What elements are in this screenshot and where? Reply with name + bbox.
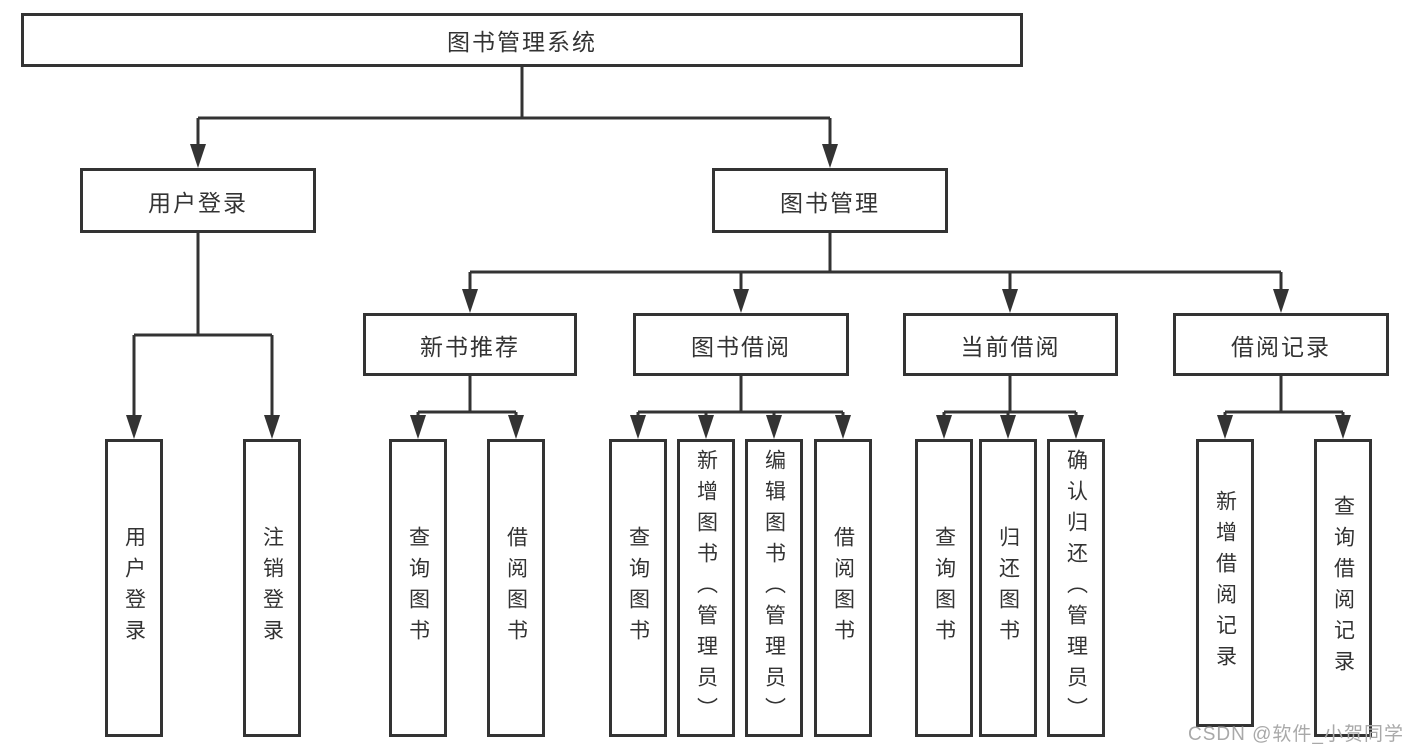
connector-root-arrow-shafts	[196, 118, 832, 146]
arrowhead	[264, 415, 280, 439]
leaf-return-books: 归还图书	[979, 439, 1037, 737]
leaf-user-login: 用户登录	[105, 439, 163, 737]
arrowheads	[126, 144, 1351, 439]
connector-records-bar	[1223, 376, 1345, 417]
connector-bookmgmt-arrow-shafts	[468, 272, 1283, 291]
node-root-label: 图书管理系统	[447, 29, 597, 55]
leaf-borrow-books-label: 借阅图书	[831, 526, 855, 650]
leaf-edit-books-admin: 编辑图书（管理员）	[745, 439, 803, 737]
leaf-user-login-label: 用户登录	[122, 526, 146, 650]
node-user-login: 用户登录	[80, 168, 316, 233]
arrowhead	[766, 415, 782, 439]
arrowhead	[1002, 289, 1018, 313]
leaf-query-books-recommend-label: 查询图书	[406, 526, 430, 650]
node-root: 图书管理系统	[21, 13, 1023, 67]
arrowhead	[1000, 415, 1016, 439]
leaf-query-books-borrow: 查询图书	[609, 439, 667, 737]
arrowhead	[1273, 289, 1289, 313]
connector-root-bar	[198, 67, 830, 120]
node-book-borrow-label: 图书借阅	[691, 333, 791, 360]
leaf-add-borrow-record-label: 新增借阅记录	[1213, 490, 1237, 676]
leaf-edit-books-admin-label: 编辑图书（管理员）	[762, 448, 786, 728]
arrowhead	[936, 415, 952, 439]
connector-borrow-bar	[636, 376, 845, 417]
leaf-add-books-admin: 新增图书（管理员）	[677, 439, 735, 737]
arrowhead	[462, 289, 478, 313]
leaf-query-books-borrow-label: 查询图书	[626, 526, 650, 650]
leaf-query-books-current: 查询图书	[915, 439, 973, 737]
leaf-return-books-label: 归还图书	[996, 526, 1020, 650]
arrowhead	[822, 144, 838, 168]
leaf-query-borrow-record: 查询借阅记录	[1314, 439, 1372, 737]
csdn-watermark: CSDN @软件_小贺同学	[1188, 724, 1404, 745]
node-book-borrow: 图书借阅	[633, 313, 849, 376]
arrowhead	[126, 415, 142, 439]
leaf-confirm-return-admin-label: 确认归还（管理员）	[1064, 448, 1088, 728]
connector-newbook-bar	[416, 376, 518, 417]
arrowhead	[410, 415, 426, 439]
arrowhead	[1217, 415, 1233, 439]
node-new-book-recommend-label: 新书推荐	[420, 333, 520, 360]
connector-bookmgmt-bar	[470, 233, 1281, 274]
leaf-logout: 注销登录	[243, 439, 301, 737]
leaf-add-borrow-record: 新增借阅记录	[1196, 439, 1254, 727]
arrowhead	[1335, 415, 1351, 439]
node-borrow-records: 借阅记录	[1173, 313, 1389, 376]
connector-userlogin-arrow-shafts	[132, 335, 274, 417]
leaf-query-books-current-label: 查询图书	[932, 526, 956, 650]
connector-userlogin-bar	[134, 233, 272, 337]
leaf-query-books-recommend: 查询图书	[389, 439, 447, 737]
arrowhead	[508, 415, 524, 439]
node-user-login-label: 用户登录	[148, 189, 248, 216]
arrowhead	[835, 415, 851, 439]
arrowhead	[630, 415, 646, 439]
leaf-add-books-admin-label: 新增图书（管理员）	[694, 448, 718, 728]
arrowhead	[698, 415, 714, 439]
node-book-management: 图书管理	[712, 168, 948, 233]
node-current-borrow: 当前借阅	[903, 313, 1118, 376]
leaf-logout-label: 注销登录	[260, 526, 284, 650]
arrowhead	[1068, 415, 1084, 439]
node-current-borrow-label: 当前借阅	[960, 333, 1061, 360]
node-new-book-recommend: 新书推荐	[363, 313, 577, 376]
leaf-query-borrow-record-label: 查询借阅记录	[1331, 495, 1355, 681]
node-book-management-label: 图书管理	[780, 189, 880, 216]
connector-current-bar	[942, 376, 1078, 417]
leaf-borrow-books-recommend: 借阅图书	[487, 439, 545, 737]
arrowhead	[190, 144, 206, 168]
leaf-borrow-books-recommend-label: 借阅图书	[504, 526, 528, 650]
node-borrow-records-label: 借阅记录	[1231, 333, 1331, 360]
arrowhead	[733, 289, 749, 313]
leaf-confirm-return-admin: 确认归还（管理员）	[1047, 439, 1105, 737]
leaf-borrow-books: 借阅图书	[814, 439, 872, 737]
